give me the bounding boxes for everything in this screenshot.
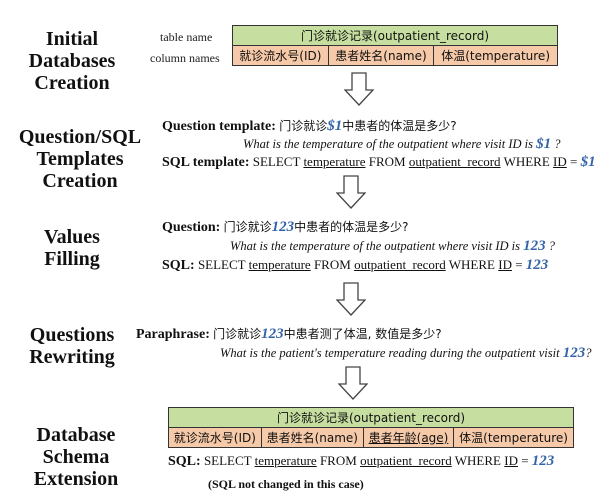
sql-column: temperature <box>254 453 317 468</box>
sql-table: outpatient_record <box>360 453 452 468</box>
stage-label-line1: Database Schema <box>36 424 116 468</box>
english-text-end: ? <box>585 346 592 360</box>
sql-equals: = <box>515 257 523 272</box>
column-cell: 就诊流水号(ID) <box>168 427 262 448</box>
english-text: What is the patient's temperature readin… <box>220 346 560 360</box>
column-cell: 体温(temperature) <box>453 427 574 448</box>
sql-table: outpatient_record <box>408 154 501 169</box>
sql-equals: = <box>521 453 529 468</box>
question-zh-post: 中患者的体温是多少? <box>294 220 409 234</box>
sql-label: SQL: <box>168 454 201 469</box>
table-name-cell: 门诊就诊记录(outpatient_record) <box>232 25 558 46</box>
question-zh-pre: 门诊就诊 <box>223 220 272 234</box>
stage-schema-extension: Database Schema Extension <box>2 424 150 490</box>
stage-questions-rewriting: Questions Rewriting <box>12 324 132 368</box>
stage-label-line2: Rewriting <box>29 346 115 368</box>
sql-id: ID <box>498 257 512 272</box>
stage-label-line2: Extension <box>33 468 119 490</box>
english-text: What is the temperature of the outpatien… <box>230 239 521 253</box>
stage-templates-creation: Question/SQL Templates Creation <box>0 126 160 192</box>
sql-keyword: SELECT <box>252 154 301 169</box>
sql-keyword: WHERE <box>448 257 495 272</box>
english-text-end: ? <box>554 137 561 151</box>
paraphrase-label: Paraphrase: <box>136 327 210 342</box>
sql-column: temperature <box>303 154 366 169</box>
sql-column: temperature <box>248 257 311 272</box>
template-variable: $1 <box>536 136 552 152</box>
stage-label-line1: Question/SQL <box>18 126 142 148</box>
sql-equals: = <box>570 154 578 169</box>
question-template-zh-pre: 门诊就诊 <box>279 119 328 133</box>
column-cell: 患者姓名(name) <box>260 427 364 448</box>
template-variable: $1 <box>327 118 343 134</box>
stage-label-line1: Questions <box>29 324 115 346</box>
sql-unchanged-note: (SQL not changed in this case) <box>208 477 364 491</box>
column-names-label: column names <box>150 51 220 65</box>
filled-value: 123 <box>261 326 284 342</box>
sql-keyword: SELECT <box>197 257 246 272</box>
table-name-label: table name <box>160 30 213 44</box>
sql-id: ID <box>553 154 567 169</box>
filled-question-line: Question: 门诊就诊123中患者的体温是多少? <box>162 218 408 236</box>
question-template-line: Question template: 门诊就诊$1中患者的体温是多少? <box>162 117 457 135</box>
stage-label-line1: Values <box>44 226 100 248</box>
column-cell: 就诊流水号(ID) <box>232 45 329 66</box>
down-arrow-icon <box>336 282 366 316</box>
sql-keyword: SELECT <box>203 453 252 468</box>
stage-label-line2: Creation <box>34 72 110 94</box>
initial-schema-table: 门诊就诊记录(outpatient_record) 就诊流水号(ID) 患者姓名… <box>232 25 558 66</box>
filled-value: 123 <box>271 219 295 235</box>
question-template-label: Question template: <box>162 119 276 134</box>
paraphrase-zh-post: 中患者测了体温, 数值是多少? <box>283 327 442 341</box>
filled-question-english: What is the temperature of the outpatien… <box>230 238 555 255</box>
question-label: Question: <box>162 220 221 235</box>
question-template-zh-post: 中患者的体温是多少? <box>342 119 457 133</box>
sql-keyword: WHERE <box>503 154 550 169</box>
sql-keyword: FROM <box>319 453 357 468</box>
sql-keyword: FROM <box>368 154 406 169</box>
filled-value: 123 <box>562 345 586 361</box>
extended-schema-table: 门诊就诊记录(outpatient_record) 就诊流水号(ID) 患者姓名… <box>168 407 574 448</box>
down-arrow-icon <box>336 175 366 209</box>
paraphrase-english: What is the patient's temperature readin… <box>220 345 591 362</box>
stage-initial-databases: Initial Databases Creation <box>4 28 140 94</box>
paraphrase-zh-pre: 门诊就诊 <box>213 327 262 341</box>
table-name-cell: 门诊就诊记录(outpatient_record) <box>168 407 574 428</box>
sql-keyword: FROM <box>313 257 351 272</box>
question-template-english: What is the temperature of the outpatien… <box>243 136 561 153</box>
column-cell: 患者姓名(name) <box>327 45 435 66</box>
sql-label: SQL: <box>162 258 195 273</box>
stage-label-line1: Initial Databases <box>28 28 116 72</box>
extended-sql-line: SQL: SELECT temperature FROM outpatient_… <box>168 453 554 470</box>
filled-value: 123 <box>531 453 555 469</box>
template-variable: $1 <box>580 154 596 170</box>
down-arrow-icon <box>344 72 374 106</box>
english-text-end: ? <box>548 239 556 253</box>
sql-template-line: SQL template: SELECT temperature FROM ou… <box>162 154 596 171</box>
column-cell: 体温(temperature) <box>433 45 558 66</box>
sql-template-label: SQL template: <box>162 155 250 170</box>
new-column-cell: 患者年龄(age) <box>362 427 455 448</box>
stage-values-filling: Values Filling <box>14 226 130 270</box>
sql-id: ID <box>504 453 518 468</box>
down-arrow-icon <box>338 366 368 400</box>
paraphrase-line: Paraphrase: 门诊就诊123中患者测了体温, 数值是多少? <box>136 325 442 343</box>
filled-value: 123 <box>523 238 546 254</box>
stage-label-line2: Filling <box>44 248 100 270</box>
filled-value: 123 <box>525 257 549 273</box>
english-text: What is the temperature of the outpatien… <box>243 137 534 151</box>
sql-keyword: WHERE <box>454 453 501 468</box>
sql-table: outpatient_record <box>354 257 446 272</box>
filled-sql-line: SQL: SELECT temperature FROM outpatient_… <box>162 257 548 274</box>
stage-label-line2: Templates Creation <box>36 148 124 192</box>
